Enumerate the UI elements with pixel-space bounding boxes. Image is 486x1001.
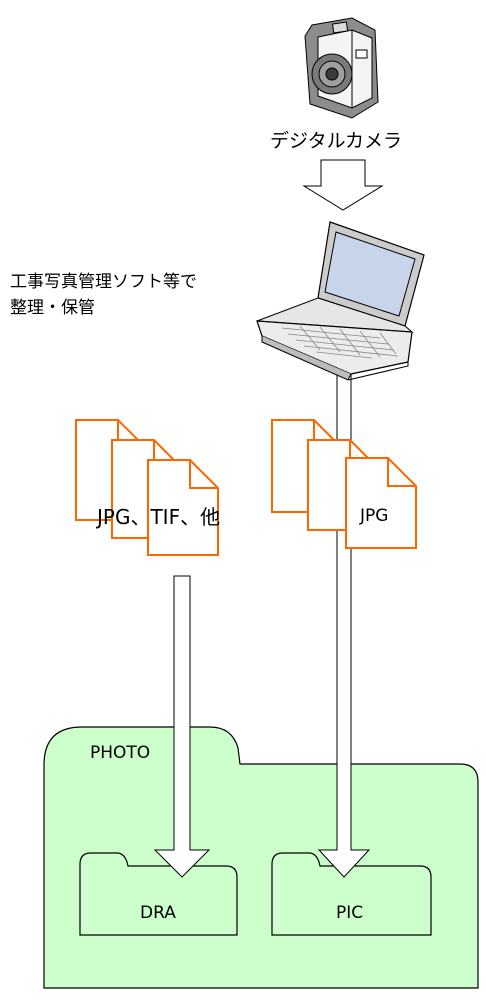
- dra-folder-shape: [79, 852, 238, 936]
- right-file-stack-icon: [271, 419, 417, 549]
- left-file-stack-icon: [75, 419, 219, 556]
- pic-folder-shape: [271, 852, 432, 936]
- right-files-label: JPG: [360, 506, 389, 526]
- camera-to-laptop-arrow: [302, 159, 384, 211]
- left-files-label: JPG、TIF、他: [97, 505, 221, 529]
- software-note-line2: 整理・保管: [10, 298, 95, 318]
- laptop-icon: [256, 221, 425, 381]
- files-to-dra-arrow: [153, 575, 211, 878]
- photo-folder-label: PHOTO: [90, 743, 151, 763]
- camera-label: デジタルカメラ: [270, 130, 403, 152]
- software-note-line1: 工事写真管理ソフト等で: [10, 272, 197, 292]
- pic-folder-label: PIC: [336, 903, 364, 923]
- camera-icon: [304, 17, 379, 119]
- dra-folder-label: DRA: [140, 903, 176, 923]
